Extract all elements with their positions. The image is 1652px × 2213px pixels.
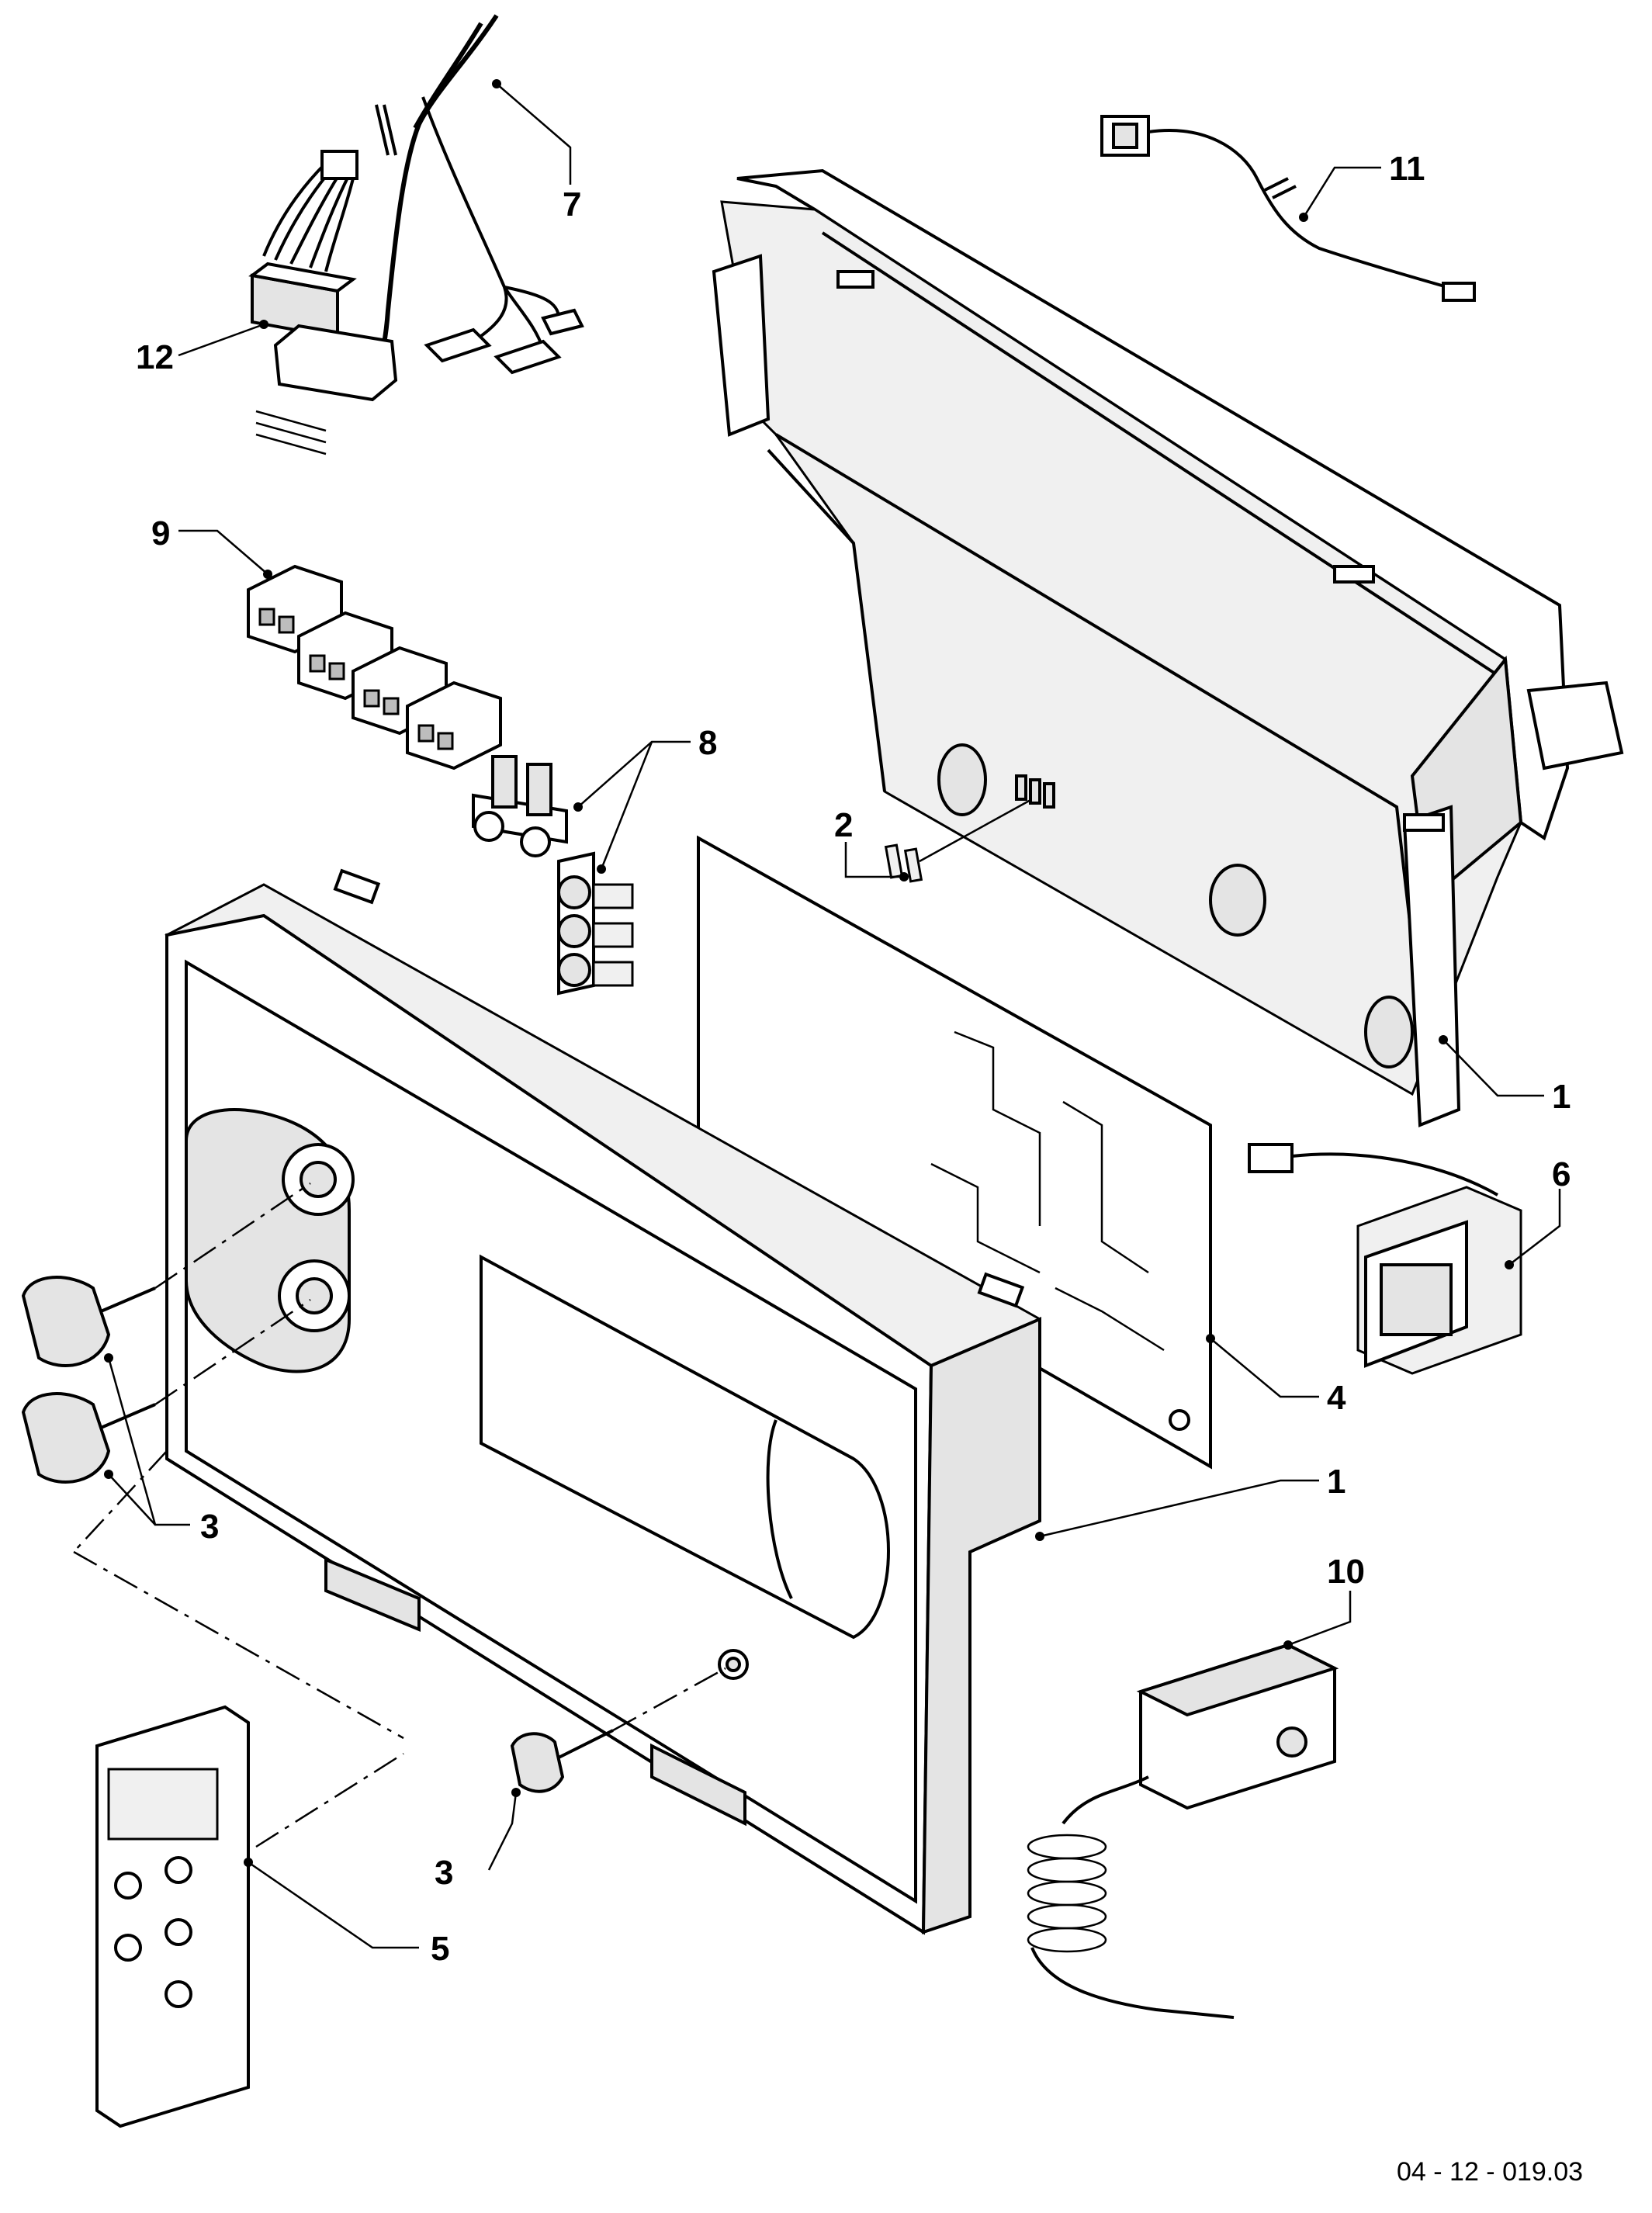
callout-1-front: 1 [1327, 1463, 1345, 1501]
transformer [1248, 1143, 1522, 1375]
control-panel [73, 1450, 404, 2128]
reference-code: 04 - 12 - 019.03 [1397, 2157, 1583, 2187]
callout-10: 10 [1327, 1553, 1365, 1591]
callout-6: 6 [1552, 1155, 1571, 1193]
fuses [884, 774, 1055, 883]
knob [21, 1392, 156, 1484]
callout-3-left: 3 [200, 1508, 219, 1546]
knob [510, 1729, 614, 1793]
callout-8: 8 [698, 724, 717, 762]
terminal-blocks [247, 564, 502, 771]
temperature-sensor [1100, 115, 1476, 302]
rear-housing [712, 168, 1624, 1127]
callout-9: 9 [151, 514, 170, 552]
hose-connectors [472, 755, 634, 996]
callout-3-small: 3 [435, 1854, 453, 1892]
callout-1-rear: 1 [1552, 1078, 1571, 1116]
plug-connector [248, 150, 398, 455]
wiring-harness [355, 14, 584, 398]
callout-12: 12 [136, 338, 174, 376]
thermostat [1027, 1643, 1339, 2019]
callout-11: 11 [1389, 150, 1425, 188]
callout-labels: 7 12 9 11 8 2 1 6 4 1 10 3 3 5 04 - 12 -… [136, 150, 1583, 2187]
leader-lines [104, 79, 1561, 1949]
callout-4: 4 [1327, 1379, 1346, 1417]
callout-7: 7 [563, 185, 581, 223]
knob [21, 1276, 156, 1367]
circuit-board [697, 835, 1212, 1470]
callout-5: 5 [431, 1930, 449, 1968]
control-knobs [21, 1182, 726, 1793]
front-housing [165, 868, 1041, 1935]
callout-2: 2 [834, 806, 853, 844]
terminal-block [406, 681, 502, 771]
